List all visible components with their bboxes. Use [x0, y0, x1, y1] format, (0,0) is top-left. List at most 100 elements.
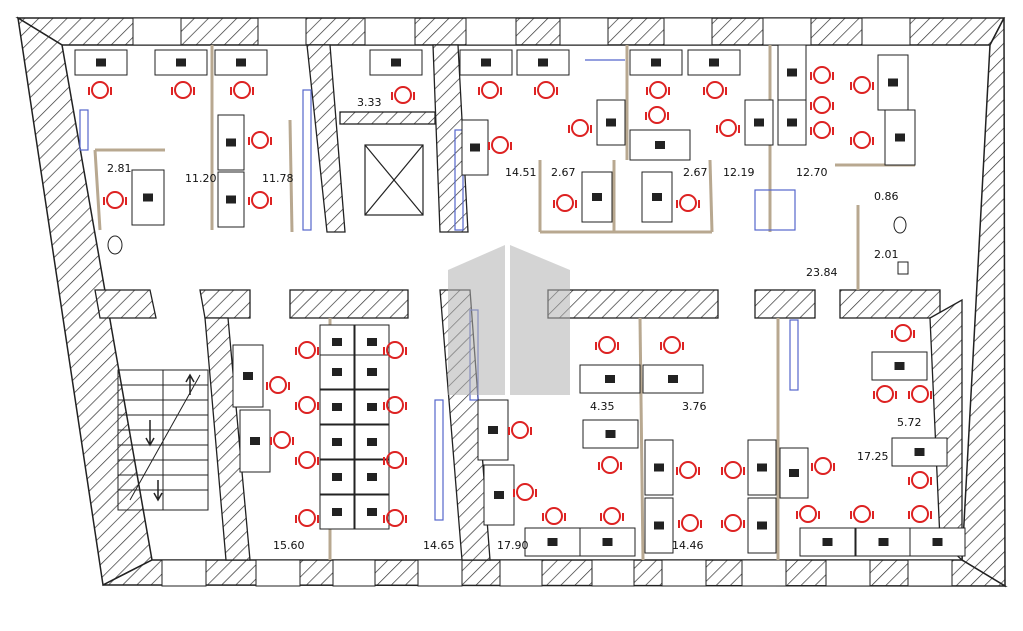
room-area-label: 3.33	[357, 96, 382, 109]
toilet-icon	[107, 235, 123, 255]
room-area-label: 2.67	[551, 166, 576, 179]
desk-icon	[217, 171, 245, 228]
windows	[132, 17, 953, 587]
desk-icon	[131, 169, 165, 226]
chair-icon	[873, 385, 897, 403]
chair-icon	[850, 505, 874, 523]
room-area-label: 11.20	[185, 172, 217, 185]
chair-icon	[553, 194, 577, 212]
desk-icon	[319, 424, 355, 460]
chair-icon	[383, 509, 407, 527]
stair-arrow-icon	[145, 420, 155, 447]
core-wall-right	[432, 44, 469, 233]
chair-icon	[568, 119, 592, 137]
chair-icon	[88, 81, 112, 99]
room-area-label: 14.65	[423, 539, 455, 552]
chair-icon	[850, 76, 874, 94]
desk-icon	[747, 439, 777, 496]
chair-icon	[850, 131, 874, 149]
desk-icon	[459, 49, 513, 76]
desk-icon	[319, 494, 355, 530]
chair-icon	[488, 136, 512, 154]
sanitary	[107, 216, 909, 275]
room-area-labels: 3.33 2.81 11.20 11.78 14.51 2.67 2.67 12…	[107, 96, 922, 552]
chair-icon	[383, 396, 407, 414]
desk-icon	[319, 459, 355, 495]
chair-icon	[248, 131, 272, 149]
chair-icon	[810, 66, 834, 84]
corr-wall-3	[754, 289, 816, 319]
chair-icon	[703, 81, 727, 99]
chair-icon	[513, 483, 537, 501]
room-area-label: 2.67	[683, 166, 708, 179]
chair-icon	[645, 106, 669, 124]
desk-icon	[239, 409, 271, 473]
desk-icon	[884, 109, 916, 166]
room-area-label: 14.51	[505, 166, 537, 179]
desk-icon	[629, 129, 691, 161]
corr-wall-4	[839, 289, 941, 319]
glazing	[79, 59, 799, 521]
desk-icon	[641, 171, 673, 223]
desk-icon	[744, 99, 774, 146]
desk-icon	[777, 44, 807, 101]
room-area-label: 12.70	[796, 166, 828, 179]
room-area-label: 11.78	[262, 172, 294, 185]
desk-icon	[687, 49, 741, 76]
chair-icon	[383, 341, 407, 359]
corr-wall-2	[547, 289, 719, 319]
chair-icon	[721, 461, 745, 479]
desk-icon	[909, 527, 966, 557]
desk-icon	[779, 447, 809, 499]
chair-icon	[508, 421, 532, 439]
desk-icon	[877, 54, 909, 111]
stair-wall-mid	[199, 289, 251, 319]
desk-icon	[461, 119, 489, 176]
desk-icon	[354, 424, 390, 460]
desk-icon	[579, 527, 636, 557]
chair-icon	[646, 81, 670, 99]
chair-icon	[891, 324, 915, 342]
desk-icon	[777, 99, 807, 146]
staircase	[117, 369, 209, 511]
chair-icon	[295, 451, 319, 469]
desk-icon	[855, 527, 912, 557]
chair-icon	[295, 509, 319, 527]
chair-icon	[811, 457, 835, 475]
desk-icon	[154, 49, 208, 76]
chair-icon	[598, 456, 622, 474]
desk-icon	[747, 497, 777, 554]
chair-icon	[810, 96, 834, 114]
room-area-label: 17.90	[497, 539, 529, 552]
desk-icon	[596, 99, 626, 146]
desk-icon	[524, 527, 581, 557]
desk-icon	[644, 439, 674, 496]
chair-icon	[676, 461, 700, 479]
desk-icon	[642, 364, 704, 394]
room-area-label: 0.86	[874, 190, 899, 203]
watermark-logo	[448, 245, 570, 395]
desk-icon	[319, 389, 355, 425]
chair-icon	[660, 336, 684, 354]
chair-icon	[908, 471, 932, 489]
chair-icon	[908, 505, 932, 523]
chair-icon	[478, 81, 502, 99]
desk-icon	[369, 49, 423, 76]
core-wall-left	[306, 44, 346, 233]
chair-icon	[676, 194, 700, 212]
room-area-label: 3.76	[682, 400, 707, 413]
room-area-label: 23.84	[806, 266, 838, 279]
stair-wall-left	[94, 289, 157, 319]
desk-icon	[581, 171, 613, 223]
desk-icon	[232, 344, 264, 408]
chair-icon	[721, 514, 745, 532]
stair-wall-right	[204, 317, 251, 561]
room-area-label: 4.35	[590, 400, 615, 413]
desk-icon	[644, 497, 674, 554]
desk-icon	[319, 324, 355, 360]
chair-icon	[248, 191, 272, 209]
chair-icon	[295, 341, 319, 359]
desk-icon	[799, 527, 856, 557]
room-area-label: 5.72	[897, 416, 922, 429]
room-area-label: 12.19	[723, 166, 755, 179]
